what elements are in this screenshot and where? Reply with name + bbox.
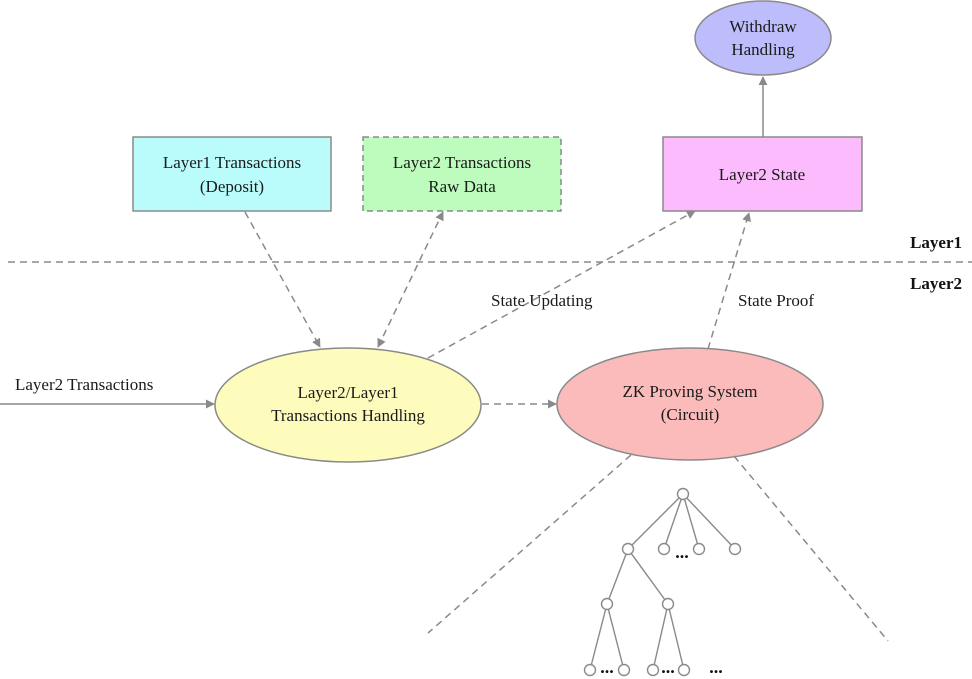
- edge-layer1-to-handling: [244, 211, 321, 348]
- merkle-tree: ... ... ... ...: [583, 487, 742, 677]
- layer2-state-box: [662, 136, 863, 212]
- withdraw-label-line1: Withdraw: [729, 17, 797, 36]
- layer2-label: Layer2: [910, 274, 962, 293]
- tree-edge: [589, 603, 608, 671]
- tree-edge: [606, 603, 625, 671]
- withdraw-label-line2: Handling: [731, 40, 795, 59]
- tree-edge: [627, 548, 669, 605]
- tree-node: [692, 542, 706, 556]
- transactions-handling-line2: Transactions Handling: [271, 406, 425, 425]
- state-proof-label: State Proof: [738, 291, 814, 310]
- zk-proving-system-node: ZK Proving System (Circuit): [556, 347, 824, 461]
- withdraw-ellipse: [694, 0, 832, 76]
- circuit-cone-right: [733, 455, 889, 642]
- layer2-state-node: Layer2 State: [662, 136, 863, 212]
- tree-edge: [663, 493, 684, 550]
- circuit-cone-left: [427, 454, 632, 634]
- tree-ellipsis: ...: [675, 542, 689, 562]
- tree-edge: [652, 603, 669, 671]
- layer2-state-label: Layer2 State: [719, 165, 805, 184]
- layer2-raw-data-box: [362, 136, 562, 212]
- tree-ellipsis: ...: [600, 657, 614, 677]
- edge-state-updating: [427, 210, 696, 359]
- transactions-handling-line1: Layer2/Layer1: [298, 383, 399, 402]
- tree-node: [600, 597, 614, 611]
- edge-state-proof: [707, 212, 751, 350]
- layer1-transactions-line2: (Deposit): [200, 177, 264, 196]
- tree-edge: [606, 548, 629, 605]
- layer1-transactions-line1: Layer1 Transactions: [163, 153, 301, 172]
- zk-proving-system-line1: ZK Proving System: [622, 382, 757, 401]
- transactions-handling-node: Layer2/Layer1 Transactions Handling: [214, 347, 482, 463]
- tree-edge: [667, 603, 685, 671]
- tree-leaf-node: [677, 663, 691, 677]
- tree-leaf-node: [646, 663, 660, 677]
- layer2-raw-data-line2: Raw Data: [428, 177, 496, 196]
- tree-node: [657, 542, 671, 556]
- tree-edge: [682, 493, 700, 550]
- layer1-label: Layer1: [910, 233, 962, 252]
- input-edge-label: Layer2 Transactions: [15, 375, 153, 394]
- tree-ellipsis: ...: [661, 657, 675, 677]
- edge-raw-data-handling: [377, 211, 444, 348]
- layer1-transactions-box: [132, 136, 332, 212]
- zk-proving-system-line2: (Circuit): [661, 405, 720, 424]
- state-updating-label: State Updating: [491, 291, 593, 310]
- tree-edge: [682, 493, 736, 550]
- tree-node: [621, 542, 635, 556]
- layer2-raw-data-node: Layer2 Transactions Raw Data: [362, 136, 562, 212]
- layer2-raw-data-line1: Layer2 Transactions: [393, 153, 531, 172]
- tree-leaf-node: [617, 663, 631, 677]
- layer1-transactions-node: Layer1 Transactions (Deposit): [132, 136, 332, 212]
- tree-leaf-node: [583, 663, 597, 677]
- tree-node: [661, 597, 675, 611]
- zk-proving-system-ellipse: [556, 347, 824, 461]
- tree-edge: [627, 493, 684, 550]
- tree-node: [728, 542, 742, 556]
- withdraw-handling-node: Withdraw Handling: [694, 0, 832, 76]
- transactions-handling-ellipse: [214, 347, 482, 463]
- tree-root-node: [676, 487, 690, 501]
- tree-ellipsis: ...: [709, 657, 723, 677]
